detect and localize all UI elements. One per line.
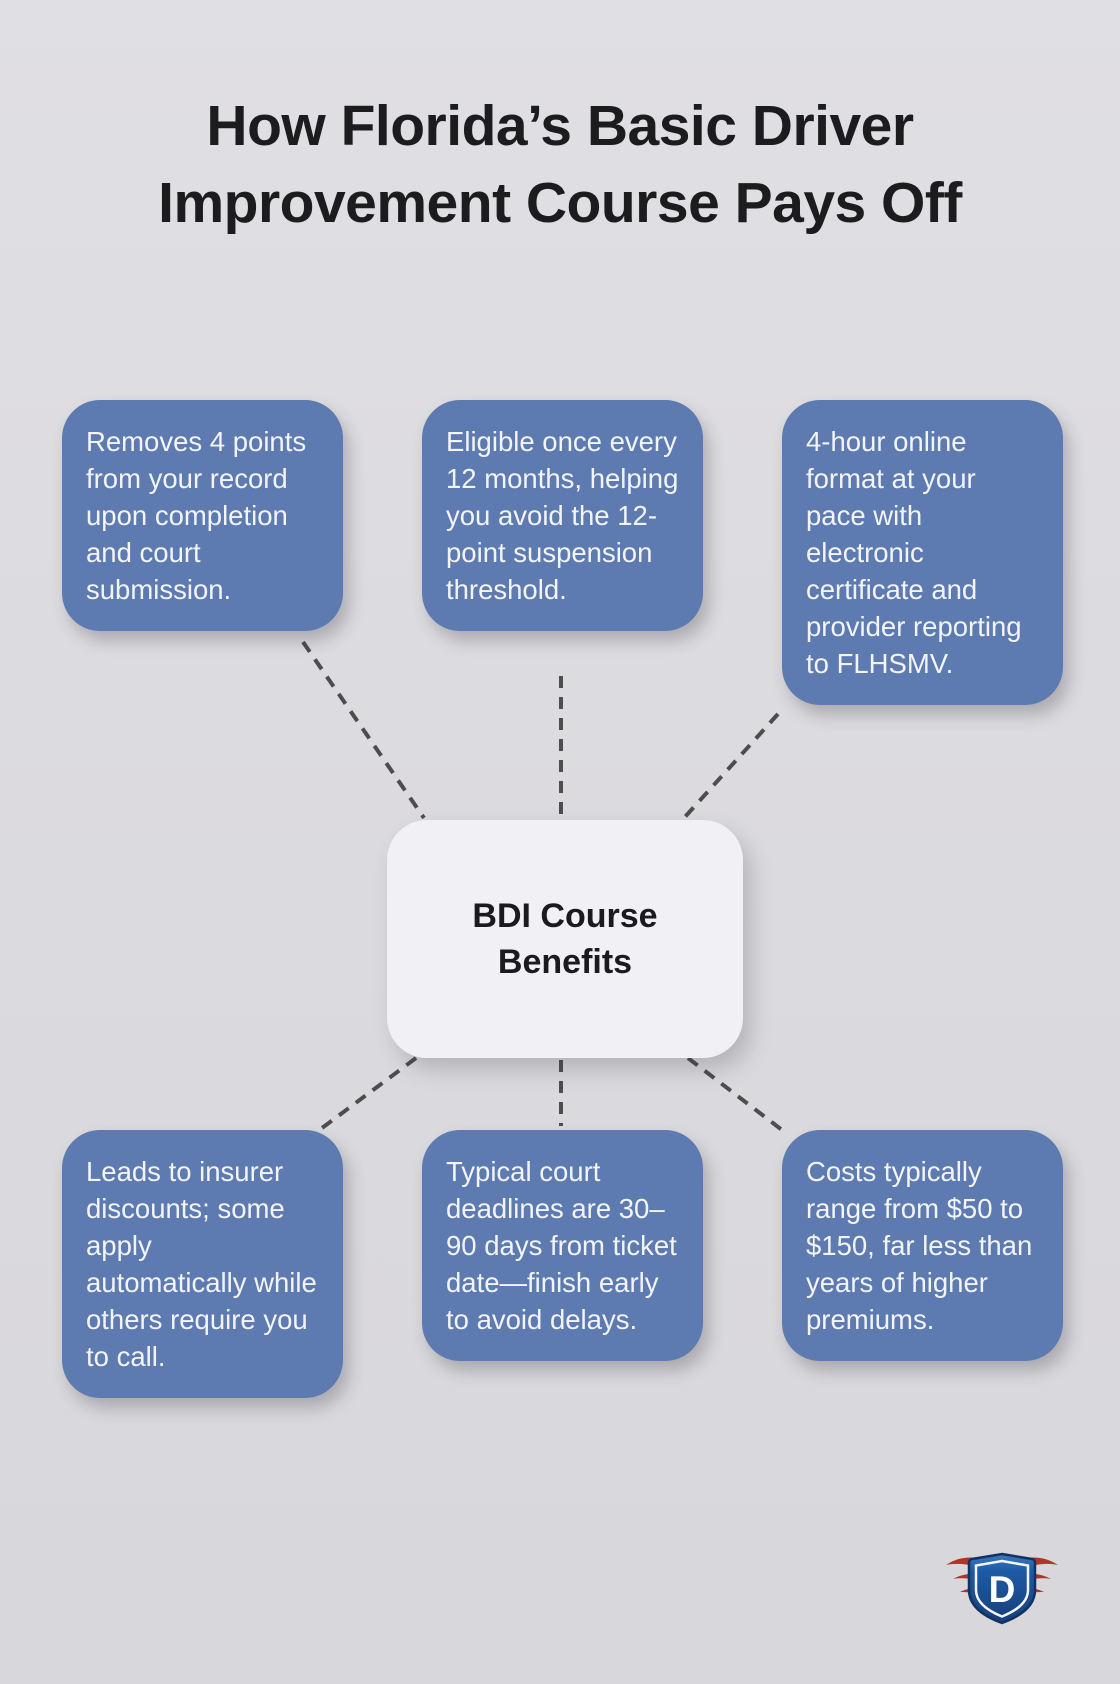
benefit-card-text: Typical court deadlines are 30–90 days f… — [446, 1156, 677, 1335]
center-node: BDI Course Benefits — [387, 820, 743, 1058]
benefit-card-court-deadlines: Typical court deadlines are 30–90 days f… — [422, 1130, 703, 1361]
page-title-line1: How Florida’s Basic Driver — [206, 94, 914, 158]
benefit-card-insurer-discounts: Leads to insurer discounts; some apply a… — [62, 1130, 343, 1398]
benefit-card-cost: Costs typically range from $50 to $150, … — [782, 1130, 1063, 1361]
logo-letter: D — [989, 1569, 1016, 1610]
benefit-card-points-removal: Removes 4 points from your record upon c… — [62, 400, 343, 631]
benefit-card-text: Costs typically range from $50 to $150, … — [806, 1156, 1033, 1335]
connector-line — [320, 1056, 418, 1130]
benefit-card-text: 4-hour online format at your pace with e… — [806, 426, 1022, 679]
benefit-card-text: Leads to insurer discounts; some apply a… — [86, 1156, 317, 1372]
benefit-card-online-format: 4-hour online format at your pace with e… — [782, 400, 1063, 705]
page-title: How Florida’s Basic Driver Improvement C… — [0, 88, 1120, 242]
connector-line — [682, 712, 780, 820]
benefit-card-eligibility: Eligible once every 12 months, helping y… — [422, 400, 703, 631]
connector-line — [686, 1056, 784, 1132]
benefit-card-text: Removes 4 points from your record upon c… — [86, 426, 307, 605]
brand-logo: D — [946, 1552, 1058, 1625]
connector-line — [301, 640, 426, 820]
shield-icon: D — [967, 1552, 1037, 1625]
page-title-line2: Improvement Course Pays Off — [158, 171, 962, 235]
benefit-card-text: Eligible once every 12 months, helping y… — [446, 426, 679, 605]
center-node-label: BDI Course Benefits — [472, 897, 658, 981]
